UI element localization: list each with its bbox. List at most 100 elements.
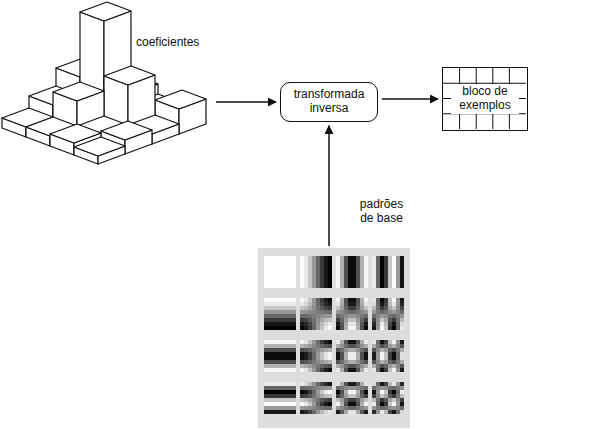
pattern-cell <box>324 398 328 402</box>
pattern-cell <box>396 264 400 268</box>
node-label: coeficientes <box>136 36 199 50</box>
pattern-cell <box>352 280 356 284</box>
pattern-cell <box>384 318 388 322</box>
pattern-cell <box>388 268 392 272</box>
pattern-cell <box>272 364 276 368</box>
pattern-cell <box>288 318 292 322</box>
pattern-cell <box>276 272 280 276</box>
pattern-cell <box>316 340 320 344</box>
pattern-cell <box>400 280 404 284</box>
pattern-cell <box>396 302 400 306</box>
pattern-cell <box>272 326 276 330</box>
pattern-cell <box>276 326 280 330</box>
pattern-cell <box>356 310 360 314</box>
pattern-cell <box>288 364 292 368</box>
pattern-cell <box>312 344 316 348</box>
pattern-cell <box>320 360 324 364</box>
pattern-cell <box>388 410 392 414</box>
pattern-cell <box>320 352 324 356</box>
pattern-cell <box>264 264 268 268</box>
pattern-cell <box>316 264 320 268</box>
pattern-cell <box>300 272 304 276</box>
pattern-cell <box>276 340 280 344</box>
pattern-cell <box>320 402 324 406</box>
pattern-cell <box>308 284 312 288</box>
pattern-cell <box>300 364 304 368</box>
pattern-cell <box>320 356 324 360</box>
pattern-cell <box>280 402 284 406</box>
pattern-cell <box>268 390 272 394</box>
pattern-cell <box>300 382 304 386</box>
pattern-cell <box>376 402 380 406</box>
pattern-cell <box>288 406 292 410</box>
pattern-cell <box>308 298 312 302</box>
pattern-cell <box>304 272 308 276</box>
pattern-cell <box>288 280 292 284</box>
pattern-cell <box>376 410 380 414</box>
pattern-cell <box>284 322 288 326</box>
pattern-cell <box>384 368 388 372</box>
pattern-cell <box>400 382 404 386</box>
pattern-cell <box>340 298 344 302</box>
pattern-cell <box>308 386 312 390</box>
pattern-cell <box>292 410 296 414</box>
flow-arrow <box>382 98 438 100</box>
pattern-cell <box>380 264 384 268</box>
pattern-cell <box>316 386 320 390</box>
pattern-cell <box>308 344 312 348</box>
pattern-cell <box>308 360 312 364</box>
pattern-cell <box>364 272 368 276</box>
pattern-cell <box>376 368 380 372</box>
pattern-cell <box>276 306 280 310</box>
pattern-cell <box>324 326 328 330</box>
pattern-cell <box>268 318 272 322</box>
pattern-cell <box>324 318 328 322</box>
pattern-cell <box>360 364 364 368</box>
basis-pattern <box>300 298 332 330</box>
pattern-cell <box>328 344 332 348</box>
pattern-cell <box>356 268 360 272</box>
pattern-cell <box>268 314 272 318</box>
pattern-cell <box>312 256 316 260</box>
pattern-cell <box>344 318 348 322</box>
pattern-cell <box>320 276 324 280</box>
pattern-cell <box>272 368 276 372</box>
pattern-cell <box>344 322 348 326</box>
pattern-cell <box>280 326 284 330</box>
pattern-cell <box>288 314 292 318</box>
pattern-cell <box>304 322 308 326</box>
pattern-cell <box>328 368 332 372</box>
pattern-cell <box>380 318 384 322</box>
pattern-cell <box>308 264 312 268</box>
pattern-cell <box>372 314 376 318</box>
pattern-cell <box>372 284 376 288</box>
pattern-cell <box>312 322 316 326</box>
pattern-cell <box>292 352 296 356</box>
pattern-cell <box>280 386 284 390</box>
pattern-cell <box>280 348 284 352</box>
sample-block: bloco de exemplos <box>442 67 528 131</box>
pattern-cell <box>344 284 348 288</box>
pattern-cell <box>372 310 376 314</box>
pattern-cell <box>304 306 308 310</box>
pattern-cell <box>312 360 316 364</box>
pattern-cell <box>348 348 352 352</box>
pattern-cell <box>380 284 384 288</box>
pattern-cell <box>376 298 380 302</box>
pattern-cell <box>360 272 364 276</box>
pattern-cell <box>292 298 296 302</box>
pattern-cell <box>276 314 280 318</box>
pattern-cell <box>372 364 376 368</box>
pattern-cell <box>372 352 376 356</box>
basis-pattern <box>300 256 332 288</box>
pattern-cell <box>360 360 364 364</box>
pattern-cell <box>340 260 344 264</box>
pattern-cell <box>344 390 348 394</box>
pattern-cell <box>336 402 340 406</box>
pattern-cell <box>280 256 284 260</box>
pattern-cell <box>364 352 368 356</box>
pattern-cell <box>360 382 364 386</box>
pattern-cell <box>364 340 368 344</box>
pattern-cell <box>304 398 308 402</box>
pattern-cell <box>380 382 384 386</box>
